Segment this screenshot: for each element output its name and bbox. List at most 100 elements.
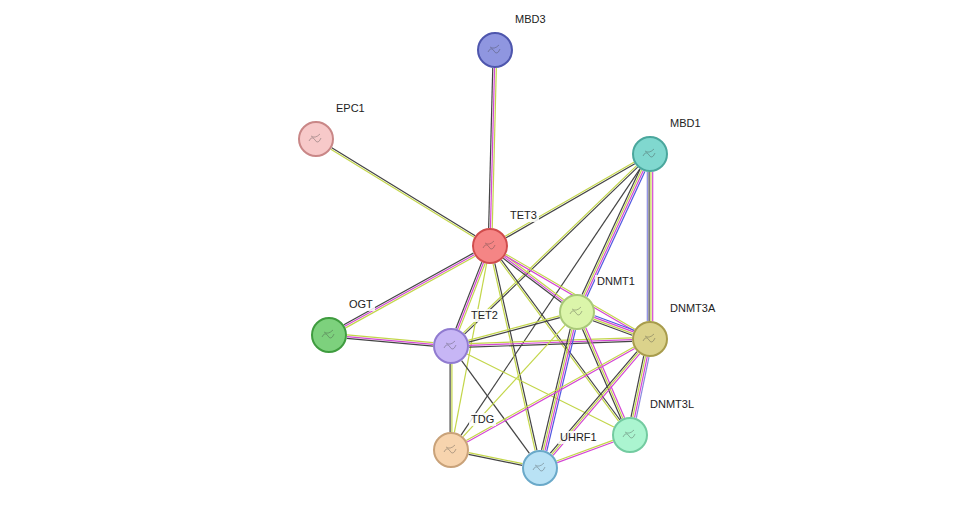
evidence-line — [594, 319, 633, 334]
evidence-line — [344, 253, 473, 325]
node-circle — [612, 417, 648, 453]
protein-node: DNMT1 — [559, 294, 595, 330]
node-circle — [632, 136, 668, 172]
evidence-line — [650, 172, 651, 321]
node-label: OGT — [347, 298, 375, 311]
interaction-edge — [344, 253, 475, 328]
node-circle — [434, 433, 468, 467]
structure-icon — [488, 45, 500, 53]
structure-icon — [623, 430, 635, 438]
interaction-edge — [331, 148, 475, 238]
node-label: EPC1 — [334, 102, 367, 115]
evidence-line — [463, 166, 636, 333]
interaction-edge — [466, 347, 634, 442]
evidence-line — [451, 364, 452, 432]
structure-icon — [533, 463, 545, 471]
interaction-edge — [450, 364, 452, 432]
node-label: TET3 — [508, 209, 539, 222]
evidence-line — [450, 364, 451, 432]
node-circle — [559, 294, 595, 330]
protein-node: TET2 — [433, 328, 469, 364]
protein-node: MBD3 — [477, 32, 513, 68]
evidence-line — [463, 325, 565, 436]
node-label: DNMT3A — [668, 302, 717, 315]
node-circle — [560, 295, 594, 329]
evidence-line — [633, 356, 646, 417]
node-circle — [523, 451, 557, 485]
interaction-edge — [463, 166, 637, 334]
evidence-line — [467, 354, 614, 427]
node-circle — [473, 229, 507, 263]
structure-icon — [483, 241, 495, 249]
interaction-edge — [489, 68, 497, 228]
node-circle — [633, 137, 667, 171]
evidence-line — [489, 68, 493, 228]
interaction-edge — [503, 255, 563, 302]
structure-icon — [444, 445, 456, 453]
structure-icon — [444, 341, 456, 349]
structure-icon — [643, 149, 655, 157]
structure-icon — [322, 330, 334, 338]
evidence-line — [469, 453, 523, 464]
evidence-line — [331, 149, 474, 237]
protein-node: EPC1 — [298, 121, 334, 157]
node-circle — [299, 122, 333, 156]
evidence-line — [347, 338, 433, 346]
interaction-edge — [631, 356, 649, 418]
evidence-line — [345, 255, 474, 327]
evidence-line — [594, 317, 633, 332]
interaction-edge — [468, 453, 522, 466]
evidence-line — [467, 349, 635, 442]
node-circle — [632, 321, 668, 357]
interaction-edge — [469, 338, 632, 347]
evidence-line — [557, 442, 613, 463]
evidence-line — [346, 256, 475, 328]
node-label: TDG — [469, 413, 496, 426]
node-circle — [522, 450, 558, 486]
node-circle — [477, 32, 513, 68]
interaction-edge — [493, 263, 537, 450]
node-label: MBD1 — [668, 117, 703, 130]
node-circle — [472, 228, 508, 264]
evidence-line — [647, 172, 648, 321]
evidence-line — [469, 341, 632, 347]
protein-node: TET3 — [472, 228, 508, 264]
node-label: TET2 — [469, 309, 500, 322]
evidence-line — [347, 337, 433, 345]
node-label: UHRF1 — [558, 431, 599, 444]
node-circle — [311, 317, 347, 353]
evidence-line — [347, 335, 433, 343]
protein-node: UHRF1 — [522, 450, 558, 486]
evidence-line — [582, 169, 640, 294]
evidence-line — [466, 347, 634, 440]
protein-node: TDG — [433, 432, 469, 468]
evidence-line — [595, 316, 634, 331]
evidence-line — [652, 172, 653, 321]
protein-node: OGT — [311, 317, 347, 353]
interaction-edge — [593, 316, 634, 336]
node-circle — [613, 418, 647, 452]
protein-node: DNMT3L — [612, 417, 648, 453]
evidence-line — [468, 454, 522, 465]
interaction-edge — [467, 354, 614, 427]
evidence-line — [635, 357, 648, 418]
node-circle — [312, 318, 346, 352]
interaction-edge — [505, 254, 635, 330]
interaction-edge — [647, 172, 652, 321]
node-circle — [633, 322, 667, 356]
node-circle — [434, 329, 468, 363]
node-circle — [433, 432, 469, 468]
evidence-line — [631, 356, 644, 417]
evidence-line — [465, 167, 638, 334]
evidence-line — [593, 321, 632, 336]
evidence-line — [332, 148, 475, 236]
structure-icon — [643, 334, 655, 342]
node-label: DNMT1 — [595, 275, 637, 288]
node-circle — [478, 33, 512, 67]
evidence-line — [503, 258, 561, 302]
node-circle — [433, 328, 469, 364]
evidence-line — [495, 263, 537, 450]
structure-icon — [309, 134, 321, 142]
evidence-line — [648, 172, 649, 321]
